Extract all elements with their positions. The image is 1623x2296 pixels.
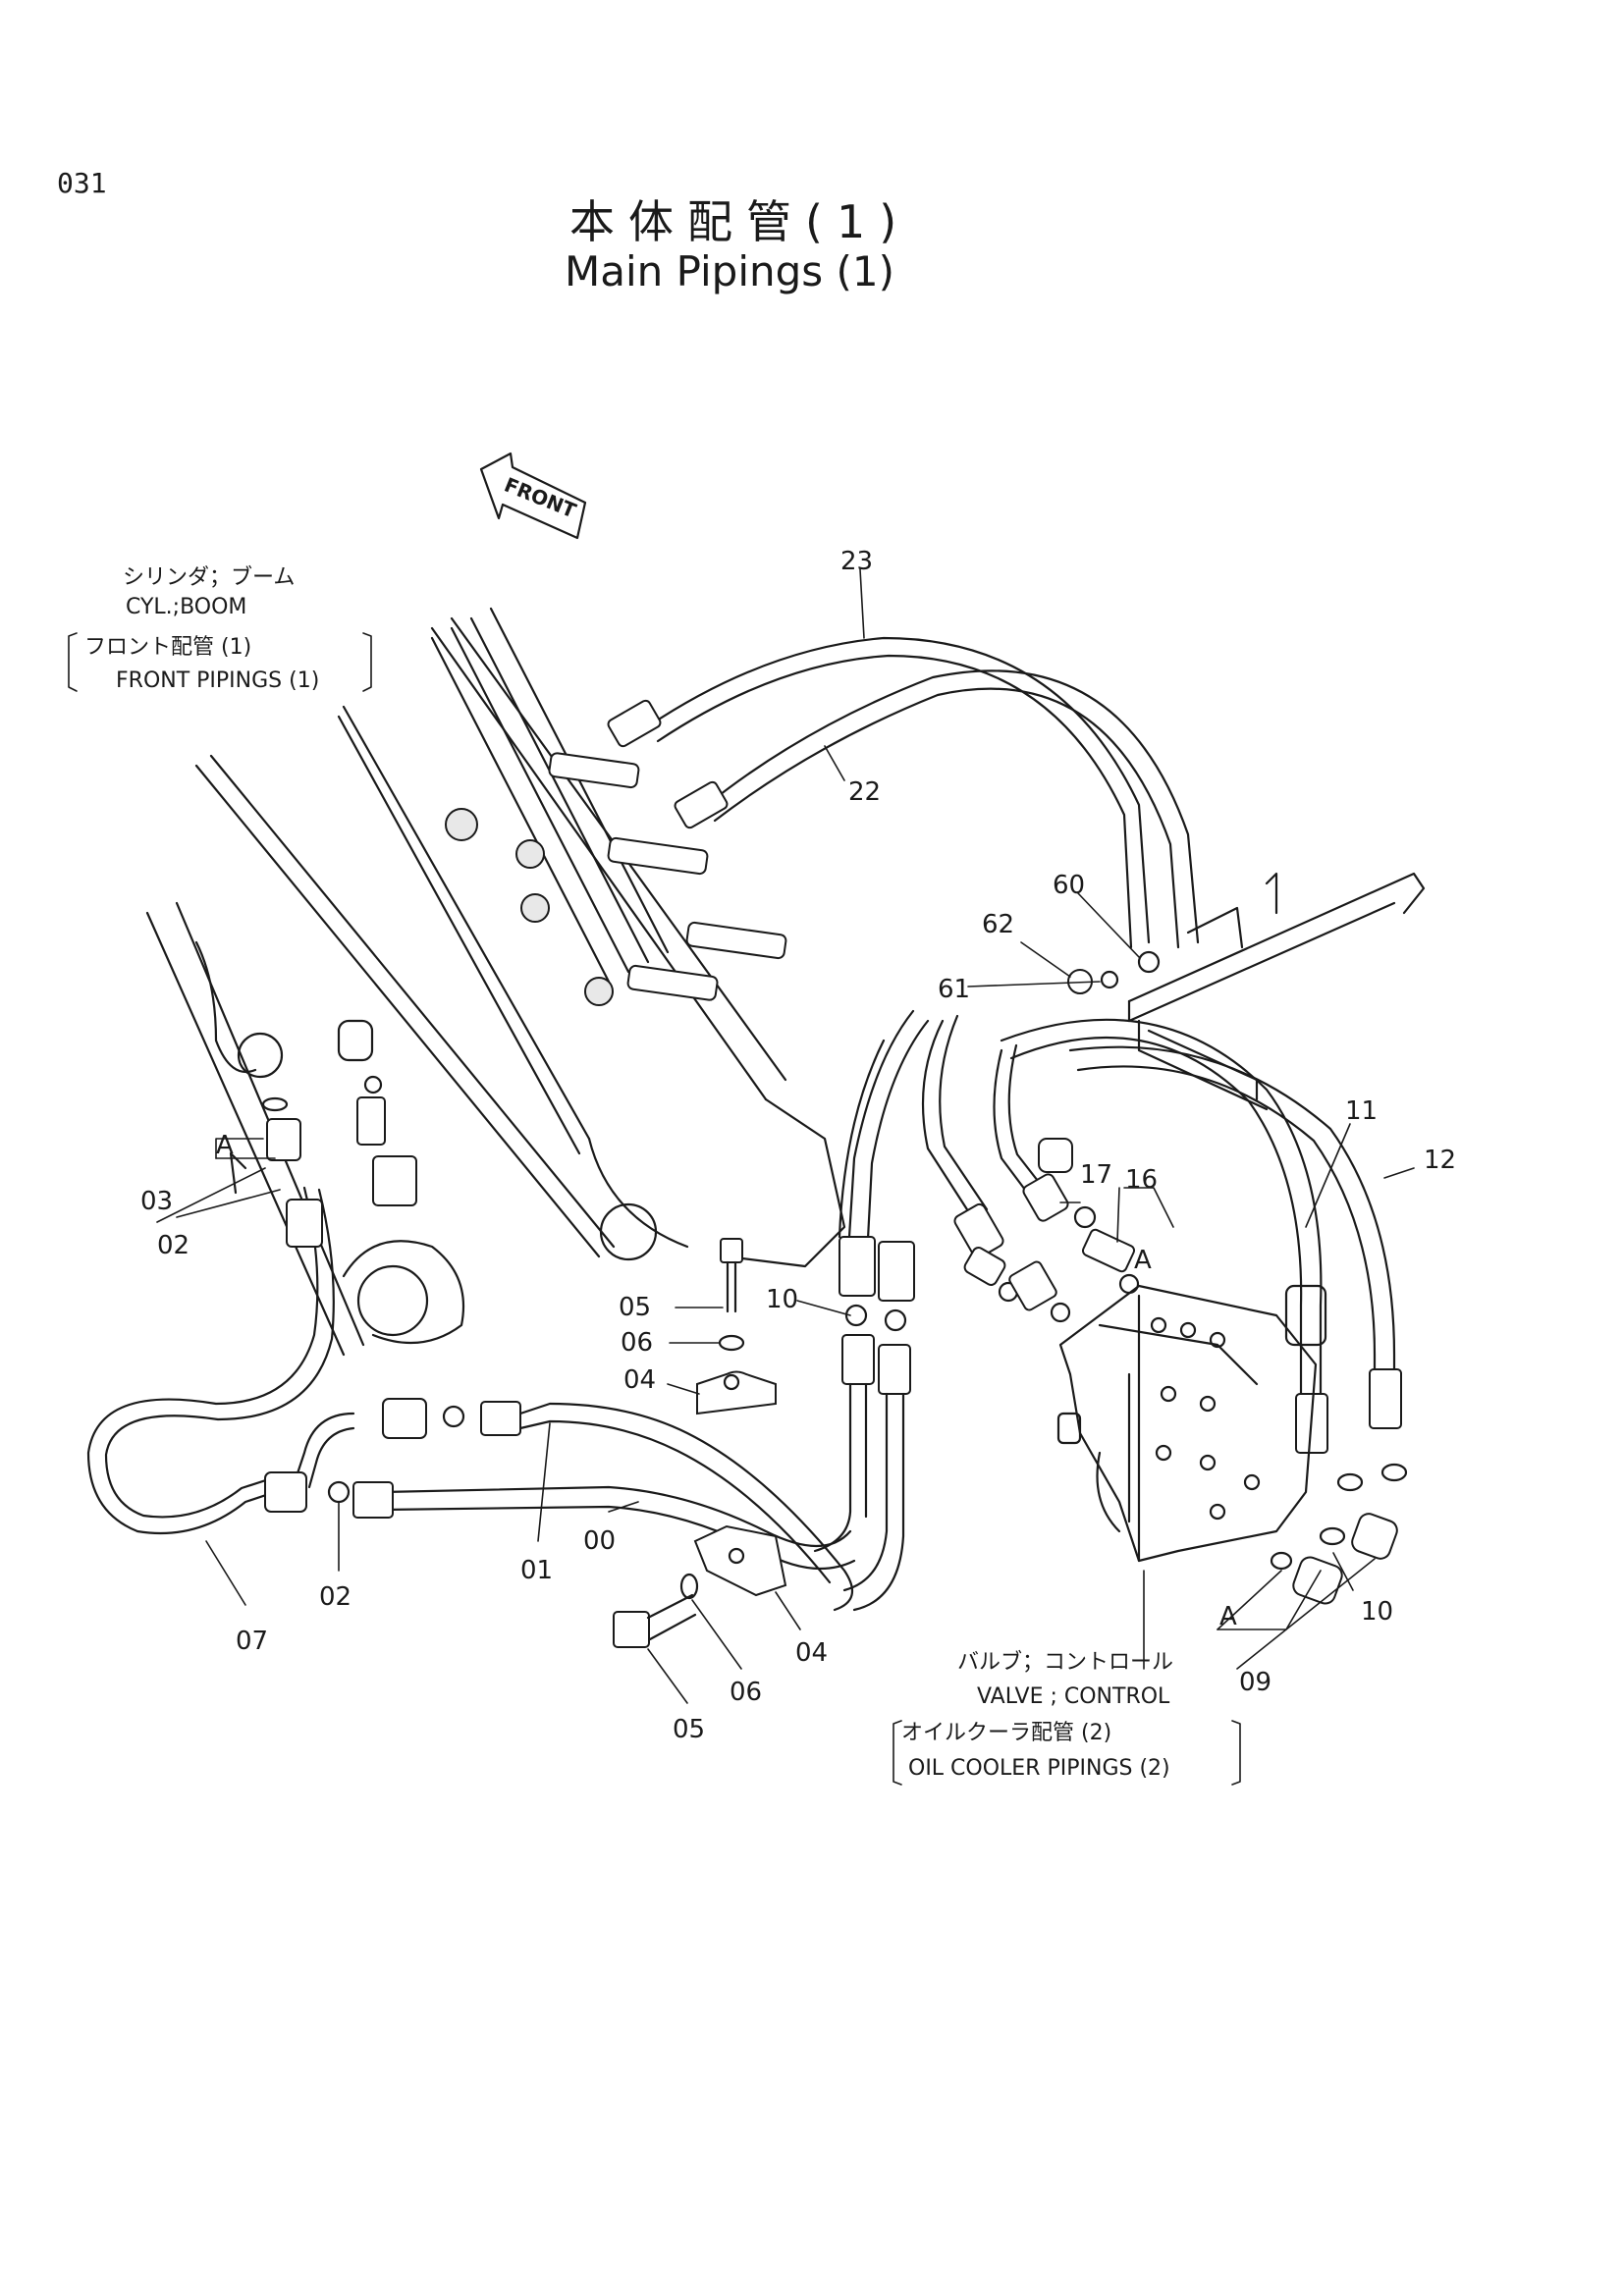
label-05-bottom: 05 bbox=[673, 1715, 705, 1744]
clamp-assembly-bottom bbox=[613, 1524, 787, 1648]
label-02-top: 02 bbox=[157, 1231, 189, 1260]
label-00: 00 bbox=[583, 1526, 616, 1556]
label-02-bottom: 02 bbox=[319, 1582, 352, 1612]
label-03: 03 bbox=[140, 1187, 173, 1216]
label-04-top: 04 bbox=[623, 1365, 656, 1395]
label-07: 07 bbox=[236, 1627, 268, 1656]
page-title-english: Main Pipings (1) bbox=[565, 247, 895, 295]
boom-pipe-bundle bbox=[430, 607, 787, 1006]
hose-12 bbox=[1068, 1045, 1402, 1429]
note-front-pipings-jp: フロント配管 (1) bbox=[84, 635, 251, 660]
note-cyl-boom-en: CYL.;BOOM bbox=[126, 595, 246, 619]
note-valve-en: VALVE ; CONTROL bbox=[977, 1684, 1170, 1709]
label-10-right: 10 bbox=[1361, 1597, 1393, 1627]
label-a-left: A bbox=[216, 1131, 234, 1160]
hose-22 bbox=[674, 669, 1200, 949]
label-04-bottom: 04 bbox=[795, 1638, 828, 1668]
label-16: 16 bbox=[1125, 1165, 1158, 1195]
page-title-japanese: 本体配管(1) bbox=[569, 195, 911, 248]
label-22: 22 bbox=[848, 777, 881, 807]
label-05-top: 05 bbox=[619, 1293, 651, 1322]
label-a-bottom: A bbox=[1219, 1602, 1237, 1631]
label-23: 23 bbox=[840, 547, 873, 576]
note-control-valve: バルブ；コントロール VALVE ; CONTROL オイルクーラ配管 (2) … bbox=[893, 1650, 1241, 1786]
label-06-top: 06 bbox=[621, 1328, 653, 1358]
valve-fittings bbox=[963, 1138, 1408, 1605]
hose-07 bbox=[86, 1186, 351, 1535]
page-number: 031 bbox=[57, 167, 107, 199]
label-61: 61 bbox=[938, 975, 970, 1004]
note-cyl-boom-jp: シリンダ；ブーム bbox=[123, 565, 295, 590]
leader-lines bbox=[156, 568, 1415, 1704]
note-valve-jp: バルブ；コントロール bbox=[957, 1650, 1173, 1675]
hose-23 bbox=[607, 636, 1151, 949]
left-fittings bbox=[194, 940, 417, 1248]
pipe-01 bbox=[293, 1398, 854, 1612]
hoses-to-valve bbox=[838, 1009, 1069, 1332]
label-11: 11 bbox=[1345, 1096, 1378, 1126]
label-01: 01 bbox=[520, 1556, 553, 1585]
label-60: 60 bbox=[1053, 871, 1085, 900]
label-a-valve: A bbox=[1134, 1246, 1152, 1275]
label-09: 09 bbox=[1239, 1668, 1271, 1697]
front-arrow: FRONT bbox=[479, 452, 587, 540]
note-oil-cooler-jp: オイルクーラ配管 (2) bbox=[901, 1721, 1111, 1745]
label-06-bottom: 06 bbox=[730, 1678, 762, 1707]
label-12: 12 bbox=[1424, 1146, 1456, 1175]
control-valve bbox=[1056, 1284, 1327, 1563]
note-front-pipings-en: FRONT PIPINGS (1) bbox=[116, 668, 319, 693]
label-62: 62 bbox=[982, 910, 1014, 939]
part-labels: 23 22 60 62 61 11 12 17 16 A A A 03 02 0… bbox=[140, 547, 1456, 1744]
label-17: 17 bbox=[1080, 1160, 1112, 1190]
note-oil-cooler-en: OIL COOLER PIPINGS (2) bbox=[908, 1756, 1170, 1781]
label-10-left: 10 bbox=[766, 1285, 798, 1314]
vertical-pipe-fittings bbox=[813, 1334, 911, 1612]
note-cyl-boom: シリンダ；ブーム CYL.;BOOM フロント配管 (1) FRONT PIPI… bbox=[68, 565, 372, 693]
clamp-assembly-top bbox=[696, 1238, 777, 1415]
